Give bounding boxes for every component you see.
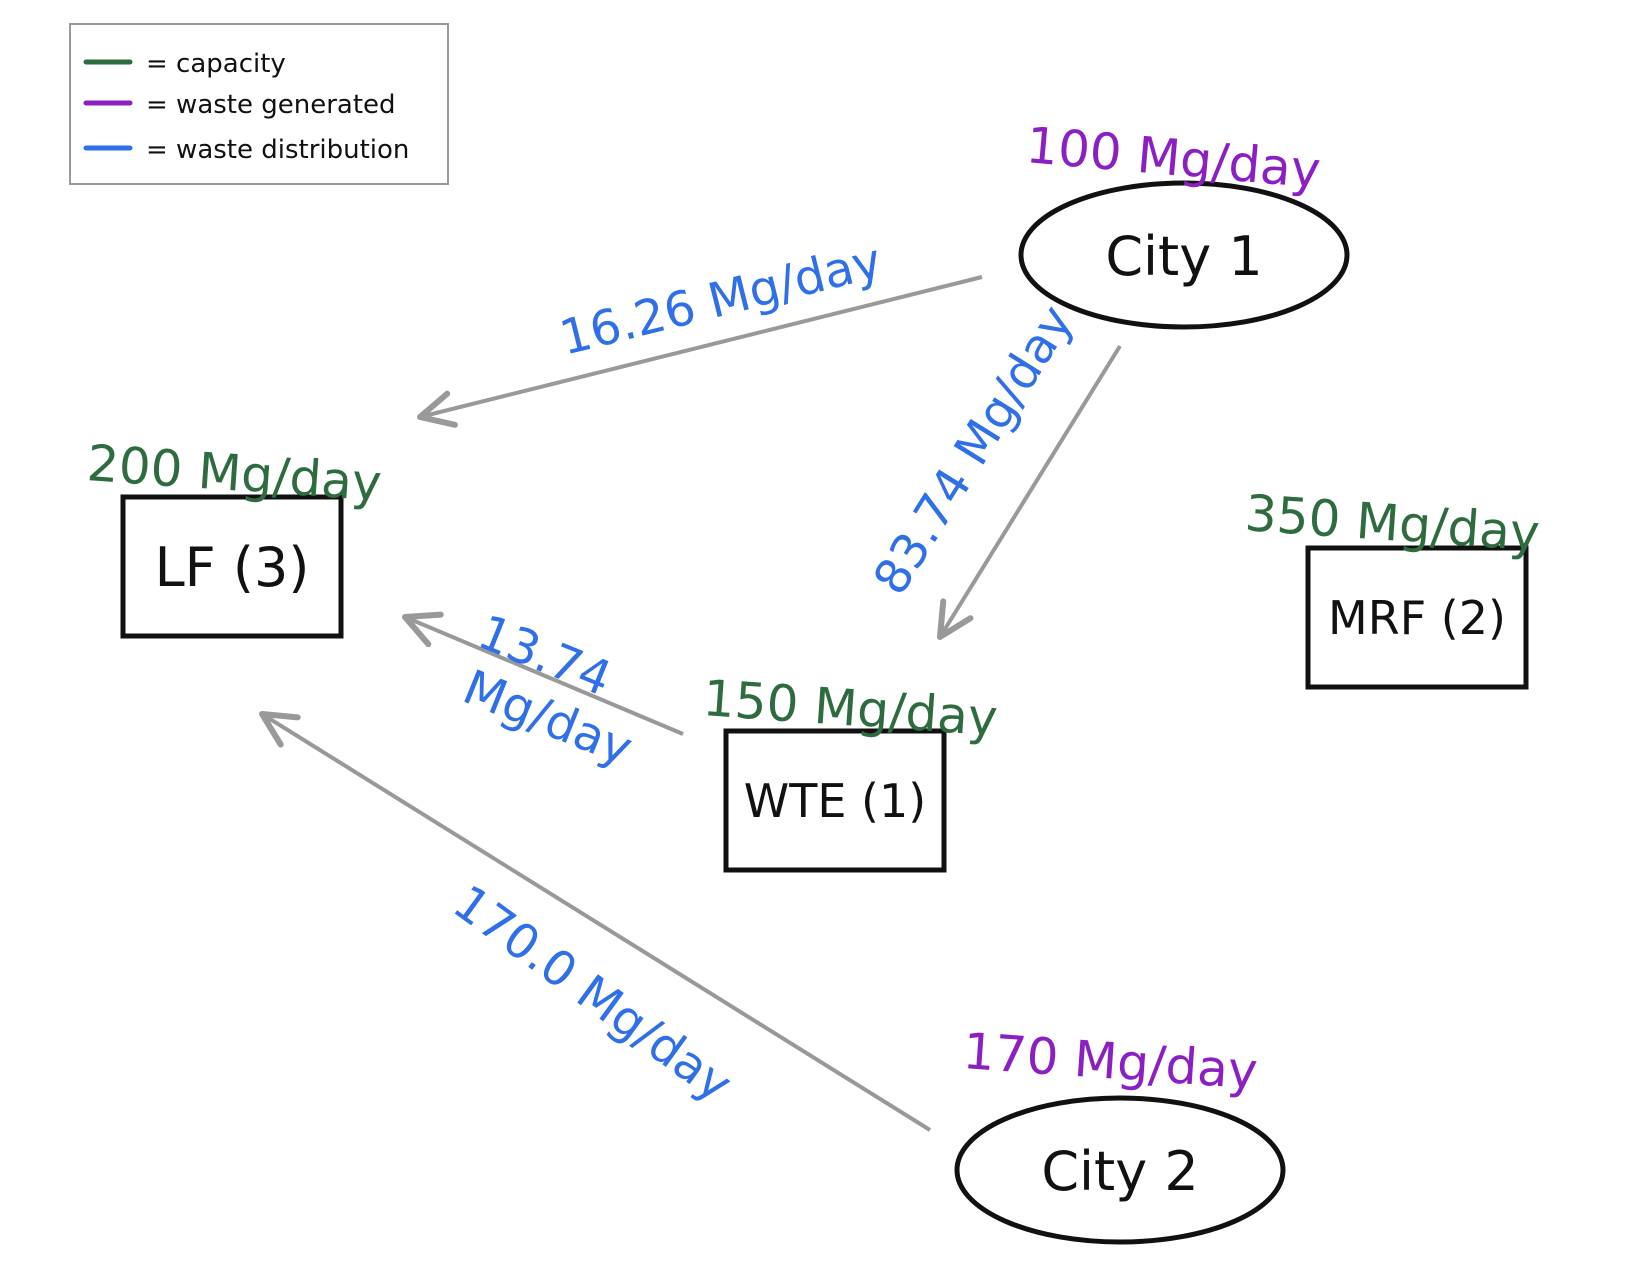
arrow-wte-to-lf [402,611,684,736]
arrow-city1-to-lf [417,275,983,428]
lf-box [120,494,344,639]
lf-node: LF (3) 200 Mg/day [85,434,384,639]
mrf-box [1305,545,1529,690]
mrf-node: MRF (2) 350 Mg/day [1243,484,1542,690]
city1-node: City 1 100 Mg/day [1018,116,1350,330]
legend-box [69,23,449,185]
legend-capacity-label: = capacity [146,49,286,79]
city2-ellipse [954,1095,1286,1245]
wte-label: WTE (1) [744,774,926,828]
wte-node: WTE (1) 150 Mg/day [701,669,1000,873]
flow-city1-to-wte-label: 83.74 Mg/day [863,296,1085,605]
city2-label: City 2 [1041,1140,1198,1203]
legend-waste-generated-label: = waste generated [146,90,396,120]
mrf-label: MRF (2) [1328,591,1506,645]
flow-city1-to-lf-label: 16.26 Mg/day [554,233,887,367]
legend-waste-distribution-label: = waste distribution [146,135,409,165]
wte-box [723,728,947,873]
city2-node: City 2 170 Mg/day [954,1022,1286,1245]
arrow-city2-to-lf [259,711,932,1132]
legend: = capacity = waste generated = waste dis… [69,23,449,185]
city1-ellipse [1018,180,1350,330]
mrf-capacity: 350 Mg/day [1243,484,1541,562]
city1-label: City 1 [1105,225,1262,288]
city2-generated: 170 Mg/day [961,1022,1259,1100]
flow-city2-to-lf-label: 170.0 Mg/day [443,874,742,1113]
arrow-city1-to-wte [937,344,1122,640]
flow-arrows [259,275,1122,1132]
lf-label: LF (3) [155,536,310,599]
